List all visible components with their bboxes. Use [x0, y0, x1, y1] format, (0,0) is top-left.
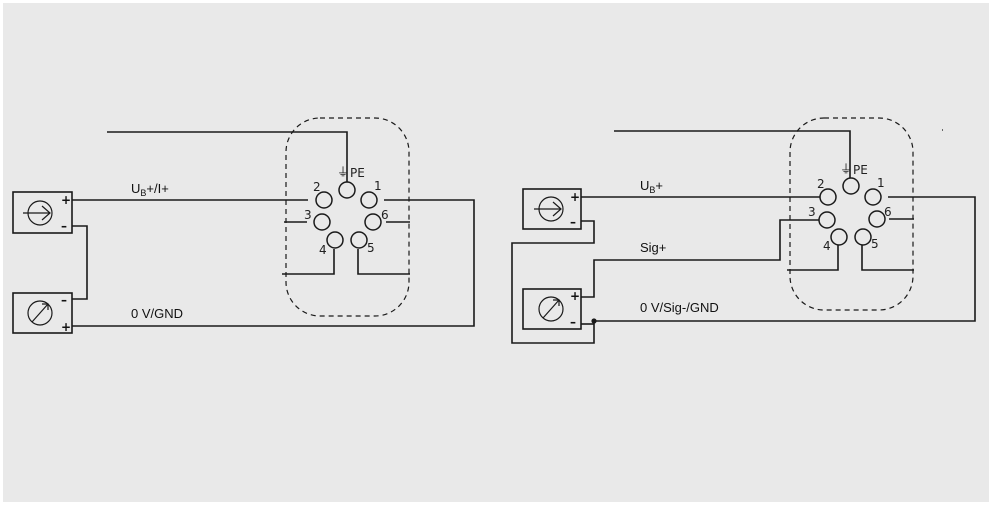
left-source-minus: – [61, 219, 67, 233]
right-pin-1-label: 1 [877, 176, 885, 190]
left-circuit: ⏚ PE 1 2 3 4 5 6 UB+/I+ 0 V/GND + – – + [12, 117, 475, 334]
left-pin-3 [313, 213, 331, 231]
right-pe-wire [614, 130, 851, 178]
right-pin-4 [830, 228, 848, 246]
left-current-source-box [12, 191, 73, 234]
right-pin-6-label: 6 [884, 205, 892, 219]
right-pin-5-label: 5 [871, 237, 879, 251]
right-pin-1 [864, 188, 882, 206]
left-meter-minus: – [61, 293, 67, 307]
meter-icon [27, 300, 53, 326]
left-pin-5-label: 5 [367, 241, 375, 255]
right-circuit: ⏚ PE 1 2 3 4 5 6 UB+ Sig+ 0 V/Sig-/GND +… [511, 117, 976, 344]
left-pin-pe [338, 181, 356, 199]
left-meter-plus: + [61, 320, 71, 334]
right-pin-5 [854, 228, 872, 246]
meter-icon [538, 296, 564, 322]
left-pin-2-label: 2 [313, 180, 321, 194]
right-meter-plus: + [570, 289, 580, 303]
left-return-wire [72, 199, 475, 327]
right-junction-dot [591, 318, 597, 324]
left-pe-label: PE [350, 166, 365, 180]
right-meter-box [522, 288, 582, 330]
left-pe-wire [107, 131, 348, 182]
right-return-wire [596, 196, 976, 322]
right-pin-3 [818, 211, 836, 229]
left-pin-4-label: 4 [319, 243, 327, 257]
left-pin5-stub [357, 249, 410, 275]
left-pin-5 [350, 231, 368, 249]
right-pin5-stub [861, 245, 914, 271]
right-pin-2-label: 2 [817, 177, 825, 191]
left-connector-outline [285, 117, 410, 317]
right-connector-outline [789, 117, 914, 311]
current-source-icon [23, 200, 53, 226]
left-ground-label: 0 V/GND [131, 306, 183, 321]
right-pin-2 [819, 188, 837, 206]
left-meter-box [12, 292, 73, 334]
right-source-minus: – [570, 215, 576, 229]
right-pin-6 [868, 210, 886, 228]
right-pin-3-label: 3 [808, 205, 816, 219]
right-meter-minus: – [570, 315, 576, 329]
left-pin-1-label: 1 [374, 179, 382, 193]
left-pin-6 [364, 213, 382, 231]
right-pe-symbol: ⏚ [840, 162, 852, 176]
right-pin4-stub [787, 245, 839, 271]
left-pin-2 [315, 191, 333, 209]
left-link-wire [72, 225, 88, 300]
left-pin4-stub [282, 249, 335, 275]
diagram-background [3, 3, 989, 502]
right-ground-label: 0 V/Sig-/GND [640, 300, 719, 315]
left-pe-symbol: ⏚ [337, 165, 349, 179]
left-source-plus: + [61, 193, 71, 207]
right-source-return-wire [511, 220, 595, 344]
right-current-source-box [522, 188, 582, 230]
right-supply-label: UB+ [640, 178, 663, 195]
left-pin-4 [326, 231, 344, 249]
left-pin-6-label: 6 [381, 208, 389, 222]
right-signal-wire [581, 219, 820, 298]
left-pin-3-label: 3 [304, 208, 312, 222]
right-source-plus: + [570, 190, 580, 204]
right-pe-label: PE [853, 163, 868, 177]
left-pin-1 [360, 191, 378, 209]
right-pin-pe [842, 177, 860, 195]
left-supply-label: UB+/I+ [131, 181, 169, 198]
right-signal-label: Sig+ [640, 240, 666, 255]
right-pin-4-label: 4 [823, 239, 831, 253]
current-source-icon [534, 196, 564, 222]
